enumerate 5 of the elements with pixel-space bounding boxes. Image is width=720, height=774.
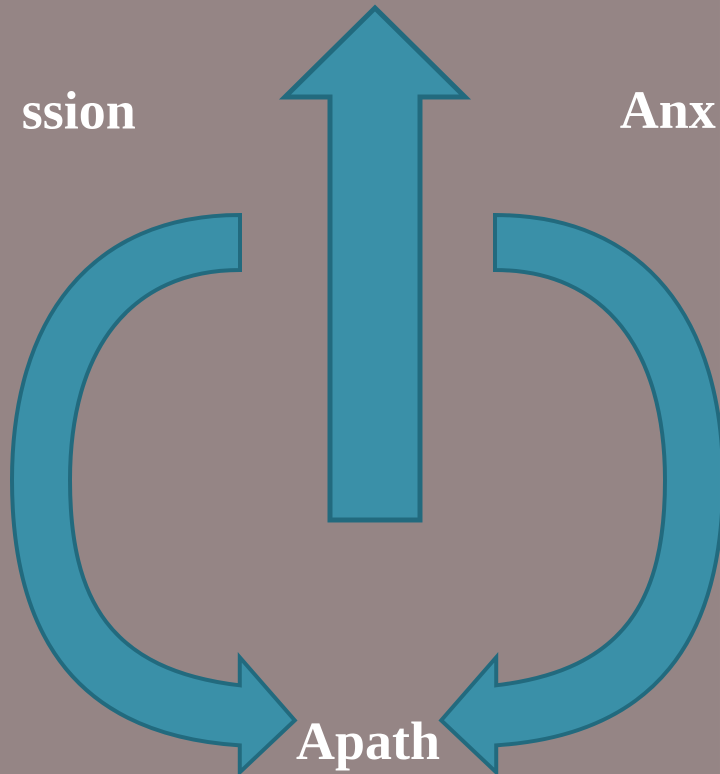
curved-arrow <box>10 213 297 774</box>
label-text: Apath <box>296 722 440 770</box>
label-text: Anx <box>620 92 716 128</box>
curved-arrow <box>439 213 720 774</box>
label-text: ssion <box>23 91 135 129</box>
